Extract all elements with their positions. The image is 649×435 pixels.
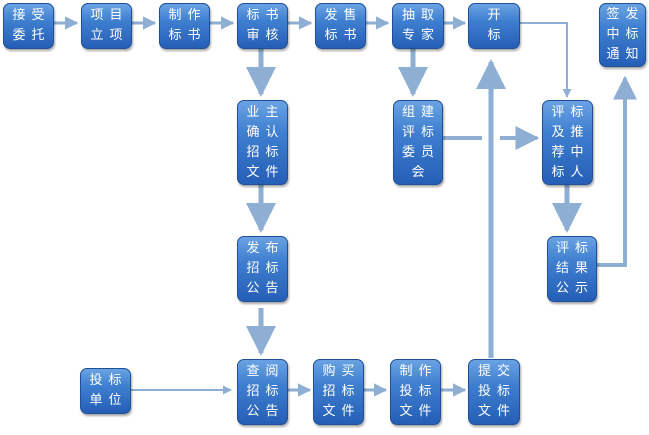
node-draw-experts[interactable]: 抽取专家: [392, 3, 444, 49]
node-label-line: 标人: [551, 164, 590, 180]
node-label-line: 文件: [477, 404, 516, 419]
node-eval-result-publicity[interactable]: 评标结果公示: [547, 236, 597, 302]
node-prepare-tender-docs[interactable]: 制作标书: [159, 3, 210, 49]
node-publish-notice[interactable]: 发布招标公告: [237, 236, 288, 302]
node-label-line: 查阅: [246, 364, 285, 379]
node-label-line: 制作: [399, 364, 438, 379]
node-label-line: 签发: [606, 7, 645, 22]
node-label-line: 项目: [90, 8, 129, 23]
node-label-line: 荐中: [551, 144, 590, 160]
node-label-line: 招标: [246, 384, 285, 399]
node-label-line: 文件: [246, 164, 285, 180]
node-label-line: 评标: [555, 241, 594, 256]
node-prepare-bid-docs[interactable]: 制作投标文件: [390, 359, 441, 425]
node-label-line: 开: [487, 8, 507, 23]
node-label-line: 购买: [322, 364, 361, 379]
node-label-line: 投标: [399, 384, 438, 399]
node-label-line: 审核: [246, 28, 285, 43]
node-sign-notice[interactable]: 签发中标通知: [599, 3, 646, 67]
node-accept-commission[interactable]: 接受委托: [3, 3, 54, 49]
node-label-line: 会: [411, 164, 431, 180]
node-tender-review[interactable]: 标书审核: [237, 3, 288, 49]
arrow-result-to-sign: [597, 75, 637, 267]
node-label-line: 专家: [401, 28, 440, 43]
node-check-notice[interactable]: 查阅招标公告: [237, 359, 288, 425]
node-label-line: 公告: [246, 281, 285, 296]
node-project-setup[interactable]: 项目立项: [81, 3, 132, 49]
node-label-line: 提交: [477, 364, 516, 379]
node-label-line: 招标: [246, 261, 285, 276]
node-label-line: 标书: [246, 8, 285, 23]
node-label-line: 招标: [322, 384, 361, 399]
node-sell-tender-docs[interactable]: 发售标书: [315, 3, 366, 49]
node-label-line: 抽取: [401, 8, 440, 23]
node-label-line: 公示: [555, 281, 594, 296]
node-buy-tender-docs[interactable]: 购买招标文件: [313, 359, 364, 425]
node-form-eval-committee[interactable]: 组建评标委员会: [393, 100, 443, 185]
node-eval-recommend[interactable]: 评标及推荐中标人: [542, 100, 593, 185]
node-bidder-unit[interactable]: 投标单位: [80, 368, 131, 414]
arrow-opening-to-evaluation: [520, 22, 572, 98]
node-label-line: 文件: [322, 404, 361, 419]
node-label-line: 及推: [551, 124, 590, 140]
node-label-line: 单位: [89, 393, 128, 408]
node-label-line: 标书: [168, 28, 207, 43]
node-label-line: 中标: [606, 27, 645, 42]
node-label-line: 文件: [399, 404, 438, 419]
node-label-line: 通知: [606, 47, 645, 62]
node-label-line: 标: [487, 28, 507, 43]
node-label-line: 评标: [401, 124, 440, 140]
node-label-line: 业主: [246, 104, 285, 120]
node-label-line: 接受: [12, 8, 51, 23]
node-label-line: 公告: [246, 404, 285, 419]
node-label-line: 立项: [90, 28, 129, 43]
node-label-line: 标书: [324, 28, 363, 43]
node-label-line: 投标: [477, 384, 516, 399]
node-label-line: 委员: [401, 144, 440, 160]
node-submit-bid-docs[interactable]: 提交投标文件: [468, 359, 520, 425]
node-label-line: 招标: [246, 144, 285, 160]
node-owner-confirm-docs[interactable]: 业主确认招标文件: [237, 100, 288, 185]
node-label-line: 组建: [401, 104, 440, 120]
node-label-line: 投标: [89, 373, 128, 388]
node-label-line: 发售: [324, 8, 363, 23]
node-bid-opening[interactable]: 开标: [468, 3, 520, 49]
node-label-line: 发布: [246, 241, 285, 256]
node-label-line: 评标: [551, 104, 590, 120]
node-label-line: 委托: [12, 28, 51, 43]
node-label-line: 制作: [168, 8, 207, 23]
node-label-line: 结果: [555, 261, 594, 276]
node-label-line: 确认: [246, 124, 285, 140]
